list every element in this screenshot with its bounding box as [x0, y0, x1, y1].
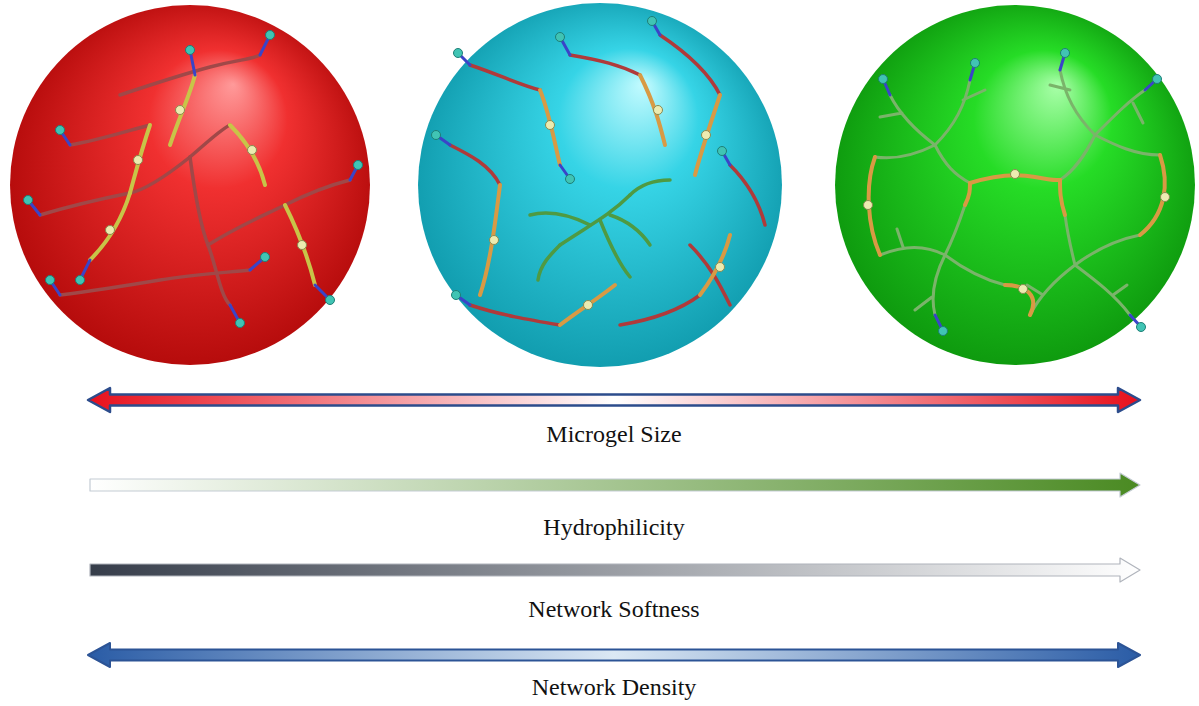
cyan-network-part [546, 121, 555, 130]
red-network-part [46, 276, 55, 285]
cyan-network-part [570, 55, 640, 75]
green-network-part [1005, 285, 1033, 315]
green-network-part [875, 80, 985, 183]
green-network-part [1161, 193, 1170, 202]
red-network-part [208, 180, 350, 245]
cyan-network-part [450, 145, 500, 185]
cyan-network-part [700, 235, 730, 295]
cyan-network-part [620, 295, 700, 325]
red-network-part [248, 146, 257, 155]
red-network-part [230, 125, 265, 185]
size-double-arrow [88, 388, 1140, 412]
red-network-part [76, 276, 85, 285]
cyan-network [432, 17, 766, 326]
red-network-part [24, 196, 33, 205]
green-network-part [1061, 49, 1070, 58]
red-network-part [236, 319, 245, 328]
cyan-network-part [584, 301, 593, 310]
axis-label: Hydrophilicity [543, 514, 684, 540]
green-network-part [939, 327, 948, 336]
red-microgel-sphere [10, 5, 370, 365]
red-network-part [40, 157, 190, 215]
cyan-network-part [695, 95, 720, 175]
cyan-network-part [480, 185, 500, 295]
red-network-part [90, 193, 130, 260]
cyan-network-part [716, 263, 725, 272]
green-network-part [1019, 285, 1028, 294]
cyan-network-part [452, 291, 461, 300]
green-network-part [1137, 323, 1146, 332]
cyan-network-part [490, 236, 499, 245]
cyan-network-part [470, 305, 560, 325]
red-network-part [261, 253, 270, 262]
red-network-part [285, 205, 315, 285]
green-network-part [1011, 170, 1020, 179]
density-double-arrow [88, 643, 1140, 667]
green-network-part [879, 75, 888, 84]
cyan-network-part [640, 75, 665, 145]
green-network-part [971, 59, 980, 68]
red-network-part [298, 241, 307, 250]
red-network-part [354, 161, 363, 170]
green-microgel-sphere [835, 5, 1195, 365]
softness-arrow [90, 558, 1140, 582]
cyan-network-part [654, 106, 663, 115]
cyan-network-part [560, 285, 615, 325]
red-network-part [190, 125, 230, 157]
cyan-network-part [470, 65, 540, 90]
cyan-network-part [556, 33, 565, 42]
axis-label: Network Density [532, 674, 697, 700]
green-network-part [864, 201, 873, 210]
red-network [24, 31, 363, 328]
cyan-network-part [648, 17, 657, 26]
red-network-part [56, 126, 65, 135]
cyan-network-part [566, 175, 575, 184]
green-network-part [1027, 215, 1140, 315]
red-network-part [170, 75, 195, 145]
cyan-network-part [454, 49, 463, 58]
cyan-network-part [600, 220, 630, 277]
hydrophilicity-arrow [90, 473, 1140, 497]
cyan-network-part [702, 131, 711, 140]
cyan-network-part [730, 165, 765, 225]
red-network-part [134, 156, 143, 165]
red-network-part [70, 125, 150, 145]
green-network-part [1050, 70, 1160, 180]
cyan-network-part [718, 147, 727, 156]
red-network-part [326, 296, 335, 305]
cyan-microgel-sphere [418, 3, 782, 367]
green-network [864, 49, 1170, 336]
red-network-part [190, 157, 230, 305]
cyan-network-part [432, 131, 441, 140]
cyan-network-part [610, 215, 650, 245]
cyan-network-part [538, 245, 560, 280]
red-network-part [60, 270, 250, 295]
cyan-network-part [540, 90, 560, 165]
green-network-part [965, 183, 970, 205]
green-network-part [880, 205, 1005, 315]
red-network-part [266, 31, 275, 40]
cyan-network-part [630, 180, 670, 195]
axis-label: Network Softness [528, 596, 699, 622]
cyan-network-part [530, 213, 590, 225]
green-network-part [1153, 75, 1162, 84]
red-network-part [106, 226, 115, 235]
red-network-part [130, 125, 150, 193]
axis-label: Microgel Size [546, 421, 681, 447]
cyan-network-part [660, 35, 720, 95]
red-network-part [186, 46, 195, 55]
red-network-part [176, 106, 185, 115]
green-network-part [1060, 180, 1065, 215]
